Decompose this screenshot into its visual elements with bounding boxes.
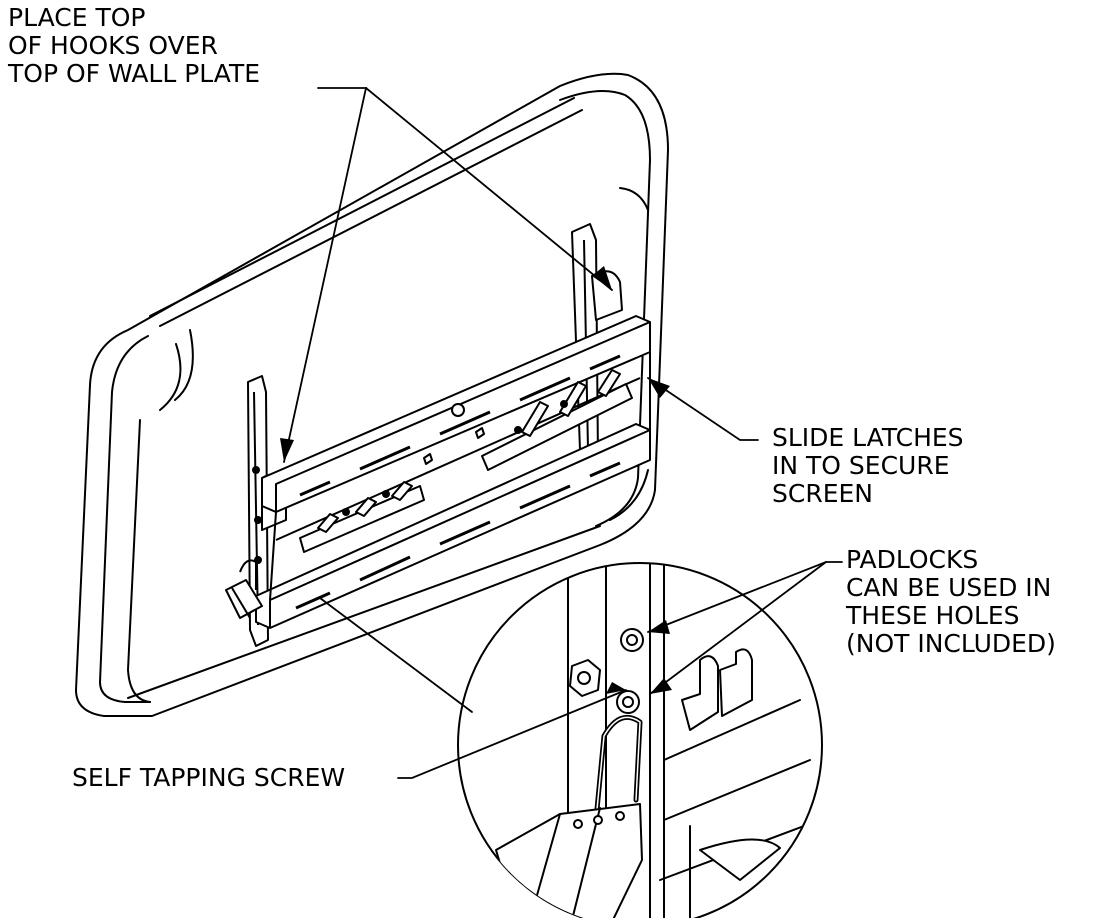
arrowheads (280, 266, 672, 694)
callout-padlocks-line-2: CAN BE USED IN (846, 573, 1052, 602)
padlock-small (225, 559, 263, 619)
callout-padlocks-line-3: THESE HOLES (846, 601, 1020, 630)
callout-latches-line-3: SCREEN (772, 479, 873, 508)
callout-screw-line-1: SELF TAPPING SCREW (72, 763, 346, 792)
display-screen (75, 72, 669, 717)
wall-plate (255, 315, 651, 629)
callout-padlocks-line-1: PADLOCKS (846, 545, 979, 574)
callout-hooks-line-3: TOP OF WALL PLATE (8, 59, 261, 88)
callout-latches-line-2: IN TO SECURE (772, 451, 950, 480)
leader-lines (283, 87, 843, 779)
callout-padlocks: PADLOCKS CAN BE USED IN THESE HOLES (NOT… (846, 546, 1056, 658)
callout-self-tapping-screw: SELF TAPPING SCREW (72, 764, 345, 792)
detail-circle (457, 562, 823, 922)
callout-hooks: PLACE TOP OF HOOKS OVER TOP OF WALL PLAT… (8, 4, 260, 88)
slide-latches (299, 369, 633, 553)
callout-hooks-line-2: OF HOOKS OVER (8, 31, 218, 60)
callout-slide-latches: SLIDE LATCHES IN TO SECURE SCREEN (772, 424, 964, 508)
callout-latches-line-1: SLIDE LATCHES (772, 423, 964, 452)
callout-padlocks-line-4: (NOT INCLUDED) (846, 629, 1056, 658)
callout-hooks-line-1: PLACE TOP (8, 3, 146, 32)
